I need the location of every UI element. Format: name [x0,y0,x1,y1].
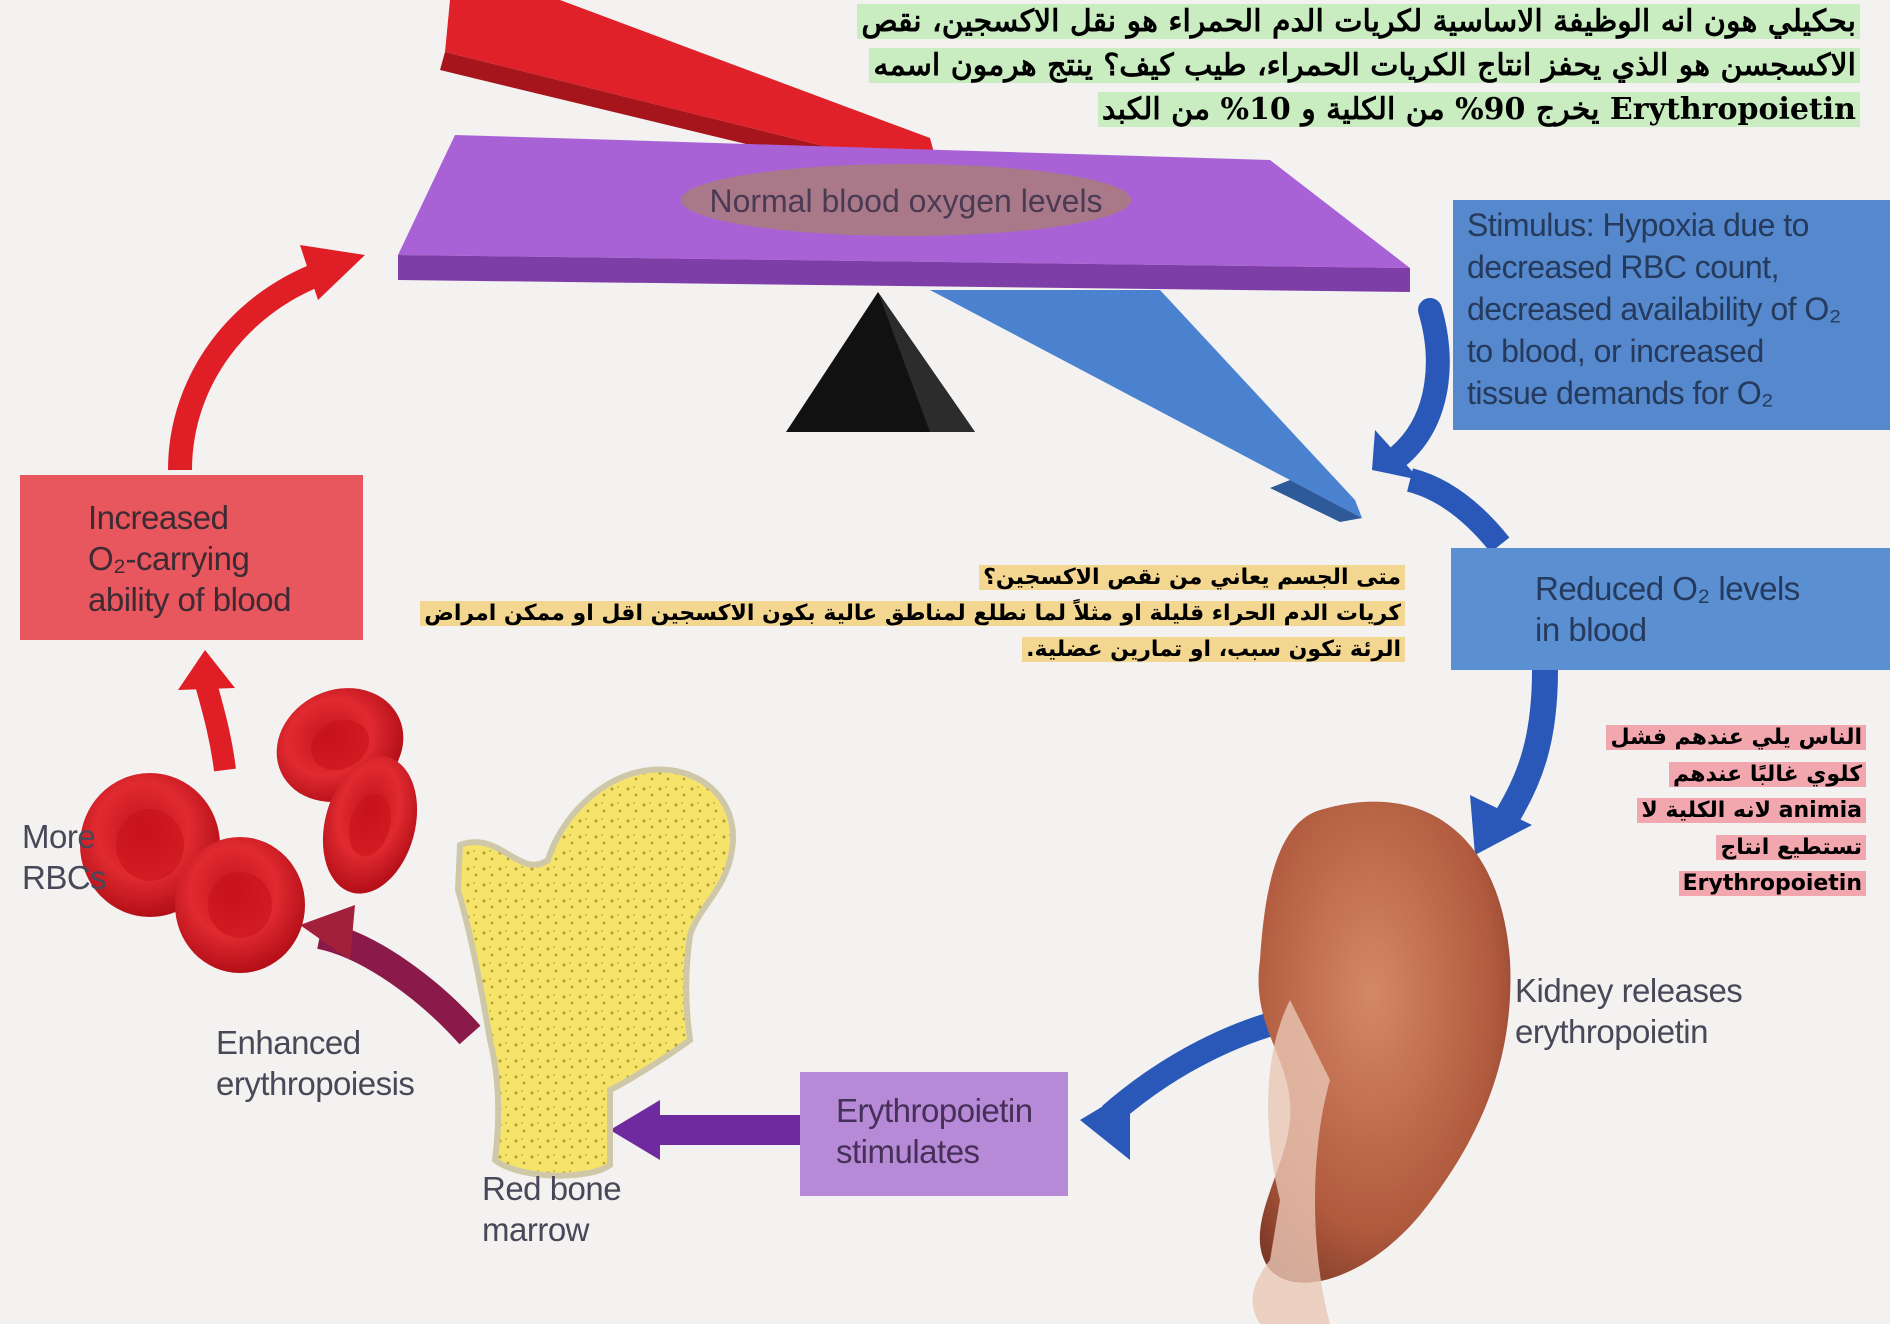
note-right-pink: الناس يلي عندهم فشل كلوي غالبًا عندهم an… [1606,720,1866,903]
arrow-to-reduced [1400,310,1438,455]
arrow-blue-upper [1410,480,1500,545]
increased-o2-label: Increased O₂-carrying ability of blood [88,497,291,620]
stimulus-label: Stimulus: Hypoxia due to decreased RBC c… [1467,204,1841,414]
enhanced-erythropoiesis-label: Enhanced erythropoiesis [216,1022,414,1104]
note-middle-yellow: متى الجسم يعاني من نقص الاكسجين؟ كريات ا… [405,560,1405,668]
stimulus-box: Stimulus: Hypoxia due to decreased RBC c… [1453,200,1890,430]
arrow-kidney-to-epo [1110,1020,1285,1115]
epo-stimulates-label: Erythropoietin stimulates [836,1090,1033,1172]
red-bone-marrow-label: Red bone marrow [482,1168,621,1250]
normal-levels-label: Normal blood oxygen levels [709,183,1102,219]
kidney-releases-label: Kidney releases erythropoietin [1515,970,1742,1052]
increased-o2-box: Increased O₂-carrying ability of blood [20,475,363,640]
epo-stimulates-box: Erythropoietin stimulates [800,1072,1068,1196]
red-bone-marrow [458,770,733,1176]
arrow-increased-to-normal [180,270,330,470]
more-rbcs-label: More RBCs [22,816,106,898]
note-top-green: بحكيلي هون انه الوظيفة الاساسية لكريات ا… [860,0,1860,132]
arrow-rbcs-to-increased [205,680,225,770]
reduced-o2-box: Reduced O₂ levels in blood [1451,548,1890,670]
reduced-o2-label: Reduced O₂ levels in blood [1535,568,1800,650]
arrow-to-kidney [1505,670,1545,820]
